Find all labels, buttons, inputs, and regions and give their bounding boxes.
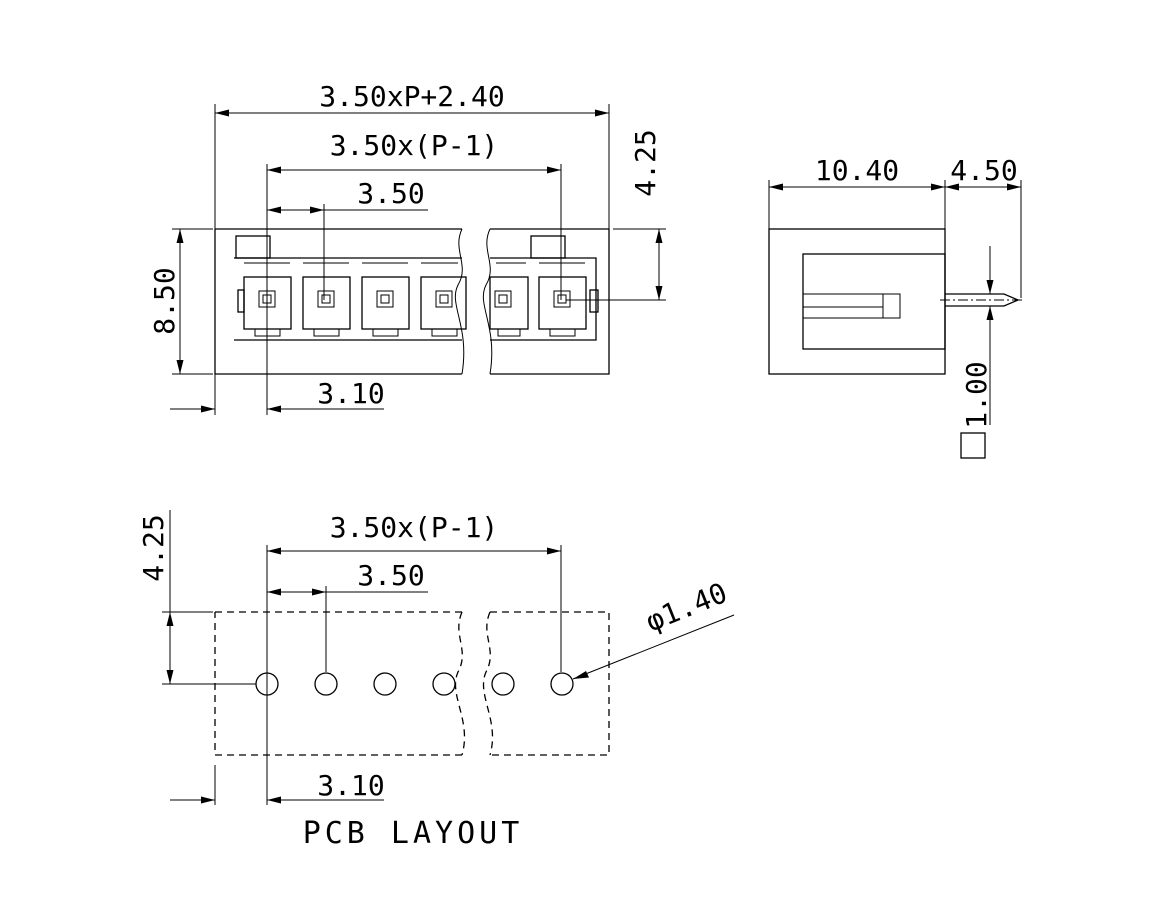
pcb-pitch-span-label: 3.50x(P-1) xyxy=(330,511,499,544)
pin-height-label: 4.25 xyxy=(629,129,662,196)
edge-offset-label: 3.10 xyxy=(317,377,384,410)
pcb-layout-title: PCB LAYOUT xyxy=(303,816,524,851)
pcb-holes xyxy=(255,672,574,696)
pin-cells xyxy=(243,276,587,337)
pin-length-label: 4.50 xyxy=(950,154,1017,187)
pcb-layout: 3.50x(P-1) 3.50 4.25 φ1.40 3.10 PCB LAYO… xyxy=(137,510,735,851)
pitch-span-label: 3.50x(P-1) xyxy=(330,129,499,162)
body-depth-label: 10.40 xyxy=(815,154,899,187)
overall-width-label: 3.50xP+2.40 xyxy=(319,80,504,113)
pin-size-label: 1.00 xyxy=(960,361,993,428)
pitch-label: 3.50 xyxy=(357,177,424,210)
pcb-pitch-label: 3.50 xyxy=(357,559,424,592)
pcb-edge-offset-label: 3.10 xyxy=(317,769,384,802)
pcb-row-offset-label: 4.25 xyxy=(137,514,170,581)
hole-diameter-label: φ1.40 xyxy=(641,576,732,638)
side-view: 10.40 4.50 1.00 xyxy=(768,154,1024,459)
front-view: 3.50xP+2.40 3.50x(P-1) 3.50 4.25 8.50 3.… xyxy=(148,80,666,415)
square-pin-symbol xyxy=(960,432,986,459)
body-height-label: 8.50 xyxy=(148,267,181,334)
